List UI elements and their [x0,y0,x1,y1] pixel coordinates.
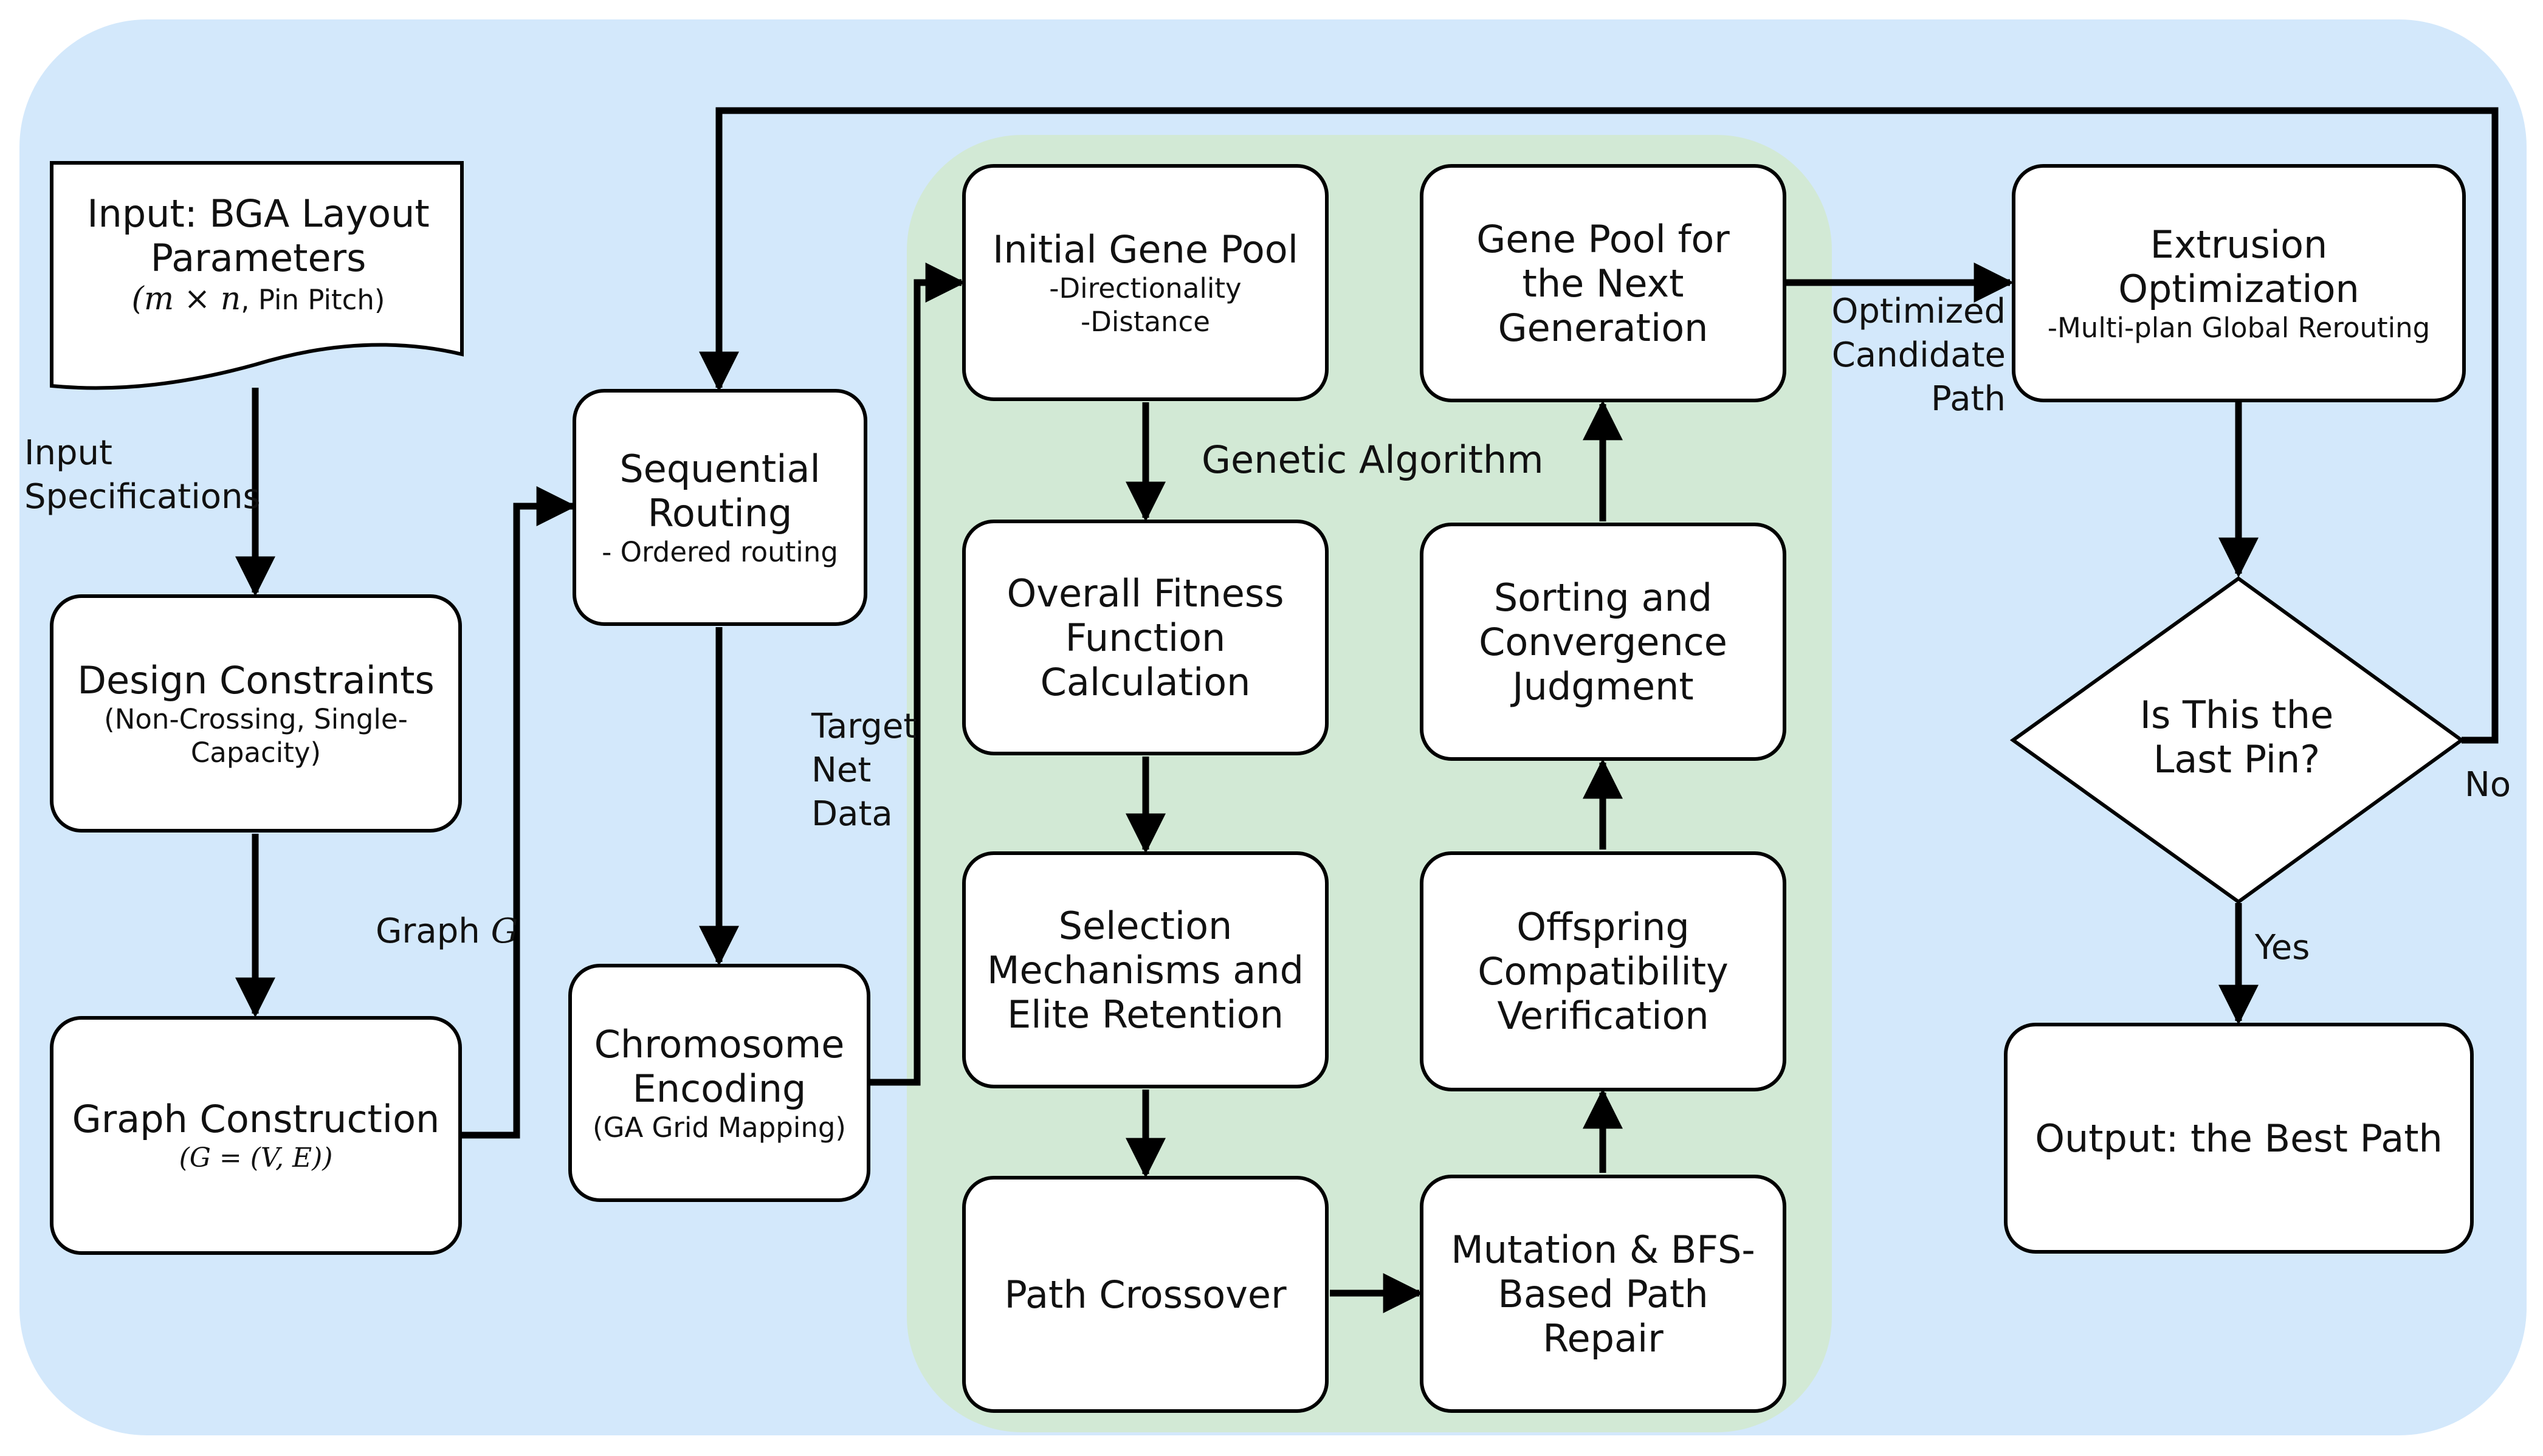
optimized-candidate-path-label: Optimized Candidate Path [1829,290,2006,421]
extrusion-title-2: Optimization [2118,266,2359,311]
graph-g-label: Graph G [376,910,518,953]
mutation-repair-box: Mutation & BFS- Based Path Repair [1420,1175,1786,1413]
fitness-calculation-box: Overall Fitness Function Calculation [962,520,1329,755]
output-title: Output: the Best Path [2035,1116,2443,1161]
sorting-line-1: Sorting and [1493,575,1713,620]
input-parameters: Input: BGA Layout Parameters (m × n, Pin… [52,161,465,317]
mutation-line-2: Based Path [1498,1271,1709,1316]
chromosome-encoding-title-1: Chromosome [594,1022,845,1066]
initial-gene-pool-sub-2: -Distance [1080,305,1210,338]
target-net-data-line-1: Target [811,707,917,746]
path-crossover-box: Path Crossover [962,1176,1329,1413]
sorting-line-3: Judgment [1512,664,1694,709]
no-label: No [2465,765,2511,805]
selection-mechanisms-box: Selection Mechanisms and Elite Retention [962,851,1329,1088]
input-specifications-line-2: Specifications [24,477,261,517]
arrow-graph-to-sequential [462,486,577,1139]
input-document-shape [50,161,464,390]
graph-construction-formula: (G = (V, E)) [179,1142,333,1173]
extrusion-sub: -Multi-plan Global Rerouting [2047,311,2431,344]
optimized-candidate-path-line-3: Path [1930,379,2006,419]
sequential-routing-box: Sequential Routing - Ordered routing [573,389,867,626]
extrusion-title-1: Extrusion [2150,222,2328,267]
input-specifications-label: Input Specifications [24,431,261,519]
graph-g-text: Graph [376,912,491,951]
mutation-line-1: Mutation & BFS- [1451,1227,1755,1272]
offspring-line-2: Compatibility [1478,949,1729,994]
graph-g-math: G [490,912,518,951]
extrusion-optimization-box: Extrusion Optimization -Multi-plan Globa… [2012,164,2466,402]
selection-line-3: Elite Retention [1007,992,1284,1037]
target-net-data-line-3: Data [811,794,893,834]
arrow-no-loop-to-sequential [699,107,2499,744]
sequential-routing-title-1: Sequential [619,446,821,491]
initial-gene-pool-box: Initial Gene Pool -Directionality -Dista… [962,164,1329,401]
target-net-data-label: Target Net Data [811,705,917,836]
next-generation-box: Gene Pool for the Next Generation [1420,164,1786,402]
design-constraints-box: Design Constraints (Non-Crossing, Single… [50,594,462,833]
yes-label: Yes [2255,928,2310,967]
design-constraints-sub-2: Capacity) [190,736,322,769]
fitness-line-1: Overall Fitness [1007,571,1284,616]
input-specifications-line-1: Input [24,433,113,473]
optimized-candidate-path-line-2: Candidate [1831,335,2006,375]
chromosome-encoding-title-2: Encoding [632,1066,807,1111]
fitness-line-2: Function [1065,615,1226,660]
chromosome-encoding-box: Chromosome Encoding (GA Grid Mapping) [568,964,870,1202]
offspring-line-1: Offspring [1516,905,1690,949]
chromosome-encoding-sub: (GA Grid Mapping) [593,1111,846,1144]
optimized-candidate-path-line-1: Optimized [1831,292,2006,331]
sorting-convergence-box: Sorting and Convergence Judgment [1420,523,1786,761]
selection-line-1: Selection [1058,903,1233,948]
offspring-line-3: Verification [1497,994,1709,1038]
output-best-path-box: Output: the Best Path [2004,1023,2474,1254]
selection-line-2: Mechanisms and [987,947,1304,992]
arrow-chromosome-to-initial [870,263,966,1086]
fitness-line-3: Calculation [1040,659,1251,704]
offspring-verification-box: Offspring Compatibility Verification [1420,851,1786,1091]
initial-gene-pool-title: Initial Gene Pool [993,227,1298,272]
sequential-routing-sub: - Ordered routing [602,535,838,568]
decision-diamond [2009,576,2465,904]
input-dimension-math: (m × n [131,281,241,317]
decision-line-1: Is This the [2139,693,2334,737]
input-pin-pitch: , Pin Pitch) [241,284,385,316]
last-pin-decision: Is This the Last Pin? [2012,693,2462,781]
initial-gene-pool-sub-1: -Directionality [1049,272,1242,304]
next-generation-line-1: Gene Pool for [1476,216,1730,261]
path-crossover-title: Path Crossover [1004,1272,1287,1317]
next-generation-line-3: Generation [1498,305,1709,350]
sorting-line-2: Convergence [1479,619,1727,664]
decision-line-2: Last Pin? [2153,737,2321,781]
target-net-data-line-2: Net [811,750,872,790]
graph-construction-box: Graph Construction (G = (V, E)) [50,1016,462,1255]
genetic-algorithm-label: Genetic Algorithm [1202,438,1544,482]
graph-construction-title: Graph Construction [72,1096,440,1141]
mutation-line-3: Repair [1543,1316,1664,1361]
design-constraints-title: Design Constraints [77,658,435,702]
input-title-line-1: Input: BGA Layout [87,191,430,236]
next-generation-line-2: the Next [1522,261,1684,306]
input-title-line-2: Parameters [150,236,366,280]
design-constraints-sub-1: (Non-Crossing, Single- [104,702,408,735]
sequential-routing-title-2: Routing [647,490,793,535]
